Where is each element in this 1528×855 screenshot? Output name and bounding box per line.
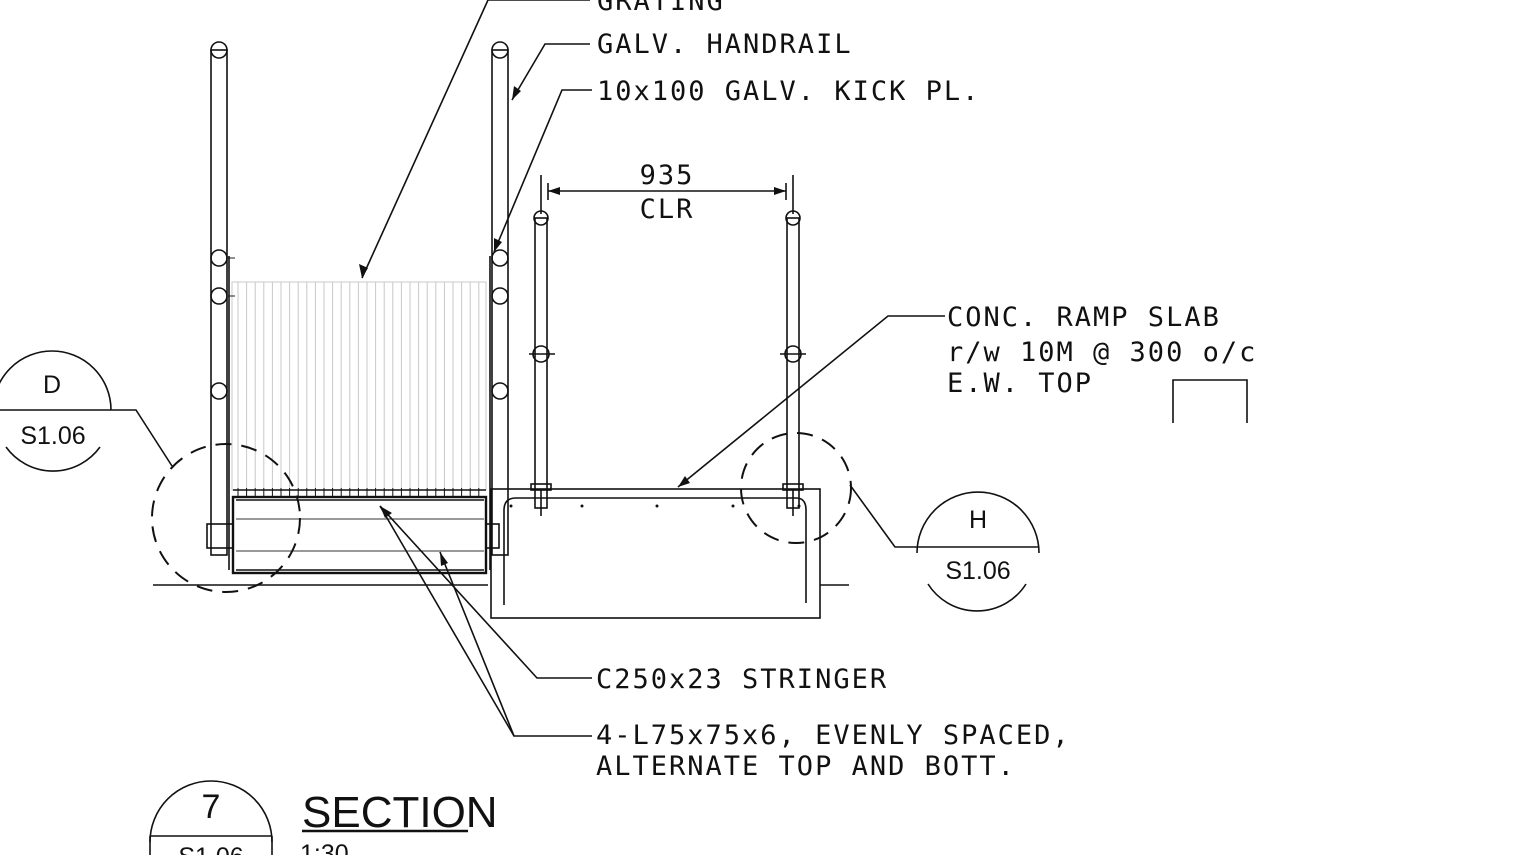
clear-width-dimension (540, 175, 794, 214)
detail-d-callout-circle[interactable] (151, 443, 301, 593)
dimension-unit: CLR (640, 194, 695, 225)
ramp-left-post (529, 210, 555, 516)
ramp-label-line3: E.W. TOP (947, 368, 1093, 399)
detail-bubble-d[interactable]: D S1.06 (0, 350, 112, 472)
angles-label-line2: ALTERNATE TOP AND BOTT. (596, 751, 1016, 782)
section-scale: 1:30 (300, 840, 349, 855)
kick-plate-label: 10x100 GALV. KICK PL. (597, 76, 980, 107)
stringer-label: C250x23 STRINGER (596, 664, 888, 695)
handrail-label: GALV. HANDRAIL (597, 29, 853, 60)
ramp-right-post (780, 210, 806, 516)
ramp-label-line1: CONC. RAMP SLAB (947, 302, 1221, 333)
detail-d-sheet: S1.06 (20, 422, 85, 450)
ramp-label-line2: r/w 10M @ 300 o/c (947, 337, 1257, 368)
section-sheet: S1.06 (178, 843, 243, 855)
section-title: SECTION (302, 788, 498, 837)
detail-h-id: H (969, 506, 987, 534)
detail-bubble-h[interactable]: H S1.06 (916, 491, 1040, 612)
detail-d-id: D (43, 371, 61, 399)
detail-h-sheet: S1.06 (945, 557, 1010, 585)
section-number: 7 (202, 788, 221, 826)
leader-lines (111, 0, 945, 737)
rebar-hook-symbol (1172, 379, 1248, 423)
left-handrail-post (210, 41, 235, 570)
right-handrail-post (489, 41, 509, 570)
dimension-value: 935 (640, 160, 695, 191)
detail-h-callout-circle[interactable] (740, 432, 852, 544)
angles-label-line1: 4-L75x75x6, EVENLY SPACED, (596, 720, 1071, 751)
grating-hatch (237, 282, 480, 497)
section-title-tag: 7 S1.06 SECTION 1:30 (149, 780, 498, 855)
grating-label: GRATING (597, 0, 725, 17)
stringer-assembly (206, 489, 500, 575)
